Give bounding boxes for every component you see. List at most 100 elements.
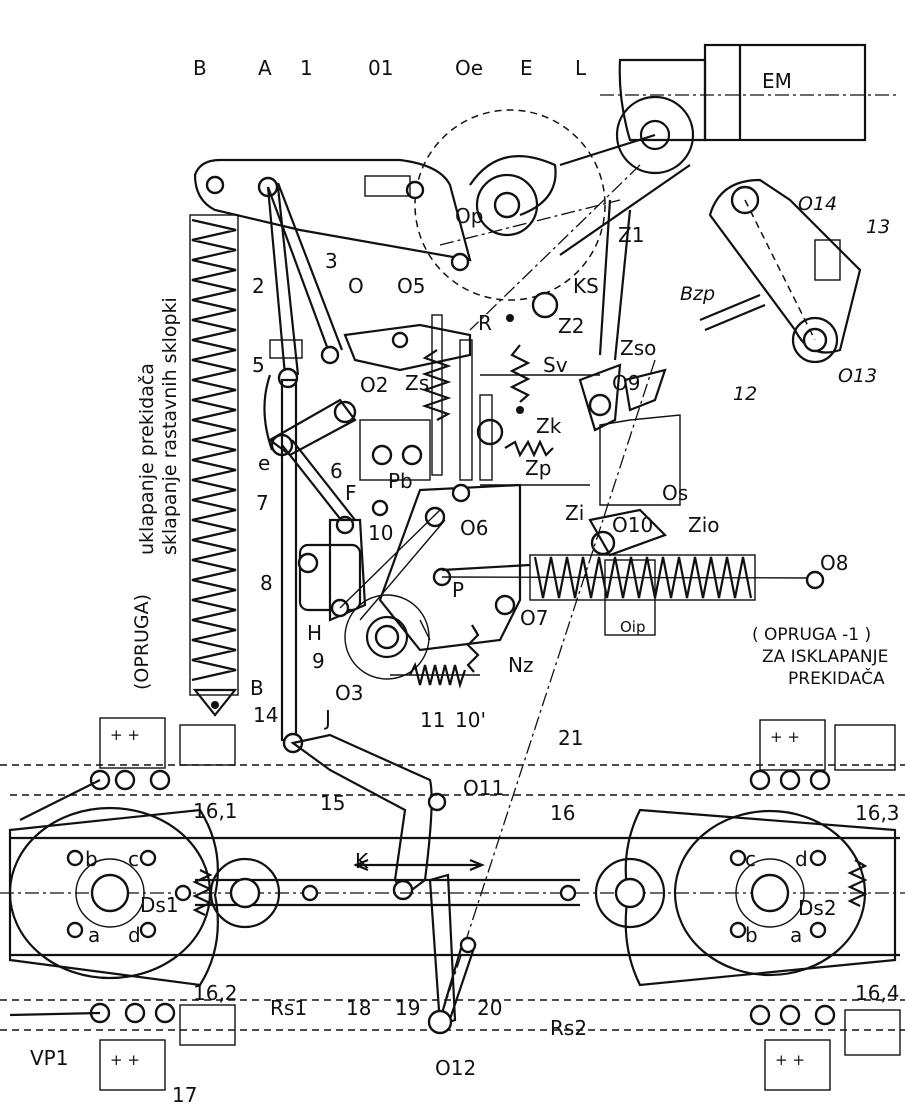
label-Zio: Zio xyxy=(688,513,720,537)
label-O6: O6 xyxy=(460,516,488,540)
closing-spring xyxy=(189,214,239,717)
label-Sv: Sv xyxy=(543,353,568,377)
label-J: J xyxy=(323,706,331,730)
label-a: a xyxy=(88,923,100,947)
caption-spring-word: (OPRUGA) xyxy=(131,594,153,690)
label-Z2: Z2 xyxy=(558,314,584,338)
lever-15 xyxy=(290,733,447,901)
caption-line-uklapanje: uklapanje prekidača xyxy=(136,363,158,555)
label-d-right: d xyxy=(795,847,808,871)
label-16-1: 16,1 xyxy=(193,799,238,823)
label-7: 7 xyxy=(256,491,269,515)
label-O: O xyxy=(348,274,364,298)
label-16-3: 16,3 xyxy=(855,801,900,825)
cam-assembly xyxy=(414,109,691,301)
label-10: 10 xyxy=(368,521,393,545)
label-L: L xyxy=(575,56,587,80)
label-E: E xyxy=(520,56,533,80)
label-plus-bottom-right: + + xyxy=(775,1051,805,1069)
label-14: 14 xyxy=(253,703,278,727)
label-10-prime: 10' xyxy=(455,708,486,732)
label-9: 9 xyxy=(312,649,325,673)
label-8: 8 xyxy=(260,571,273,595)
label-B-bottom: B xyxy=(250,676,264,700)
opening-spring xyxy=(441,554,825,601)
label-Z1: Z1 xyxy=(618,223,644,247)
label-O10: O10 xyxy=(612,513,653,537)
electric-motor xyxy=(600,43,900,175)
label-VP1: VP1 xyxy=(30,1046,68,1070)
latch-group xyxy=(343,291,600,486)
label-Zp: Zp xyxy=(525,456,551,480)
centerline-21 xyxy=(439,359,656,1021)
caption-za-isklapanje: ZA ISKLAPANJE xyxy=(762,647,888,667)
label-15: 15 xyxy=(320,791,345,815)
label-R: R xyxy=(478,311,492,335)
label-O9: O9 xyxy=(612,371,640,395)
label-Ds2: Ds2 xyxy=(798,896,837,920)
label-e: e xyxy=(258,451,270,475)
links-2-3 xyxy=(266,182,344,376)
left-spring-caption: (OPRUGA) sklapanje rastavnih sklopki ukl… xyxy=(131,297,181,690)
label-B-top: B xyxy=(193,56,207,80)
label-11: 11 xyxy=(420,708,445,732)
caption-line-sklapanje: sklapanje rastavnih sklopki xyxy=(159,297,181,555)
label-16: 16 xyxy=(550,801,575,825)
label-H: H xyxy=(307,621,322,645)
label-O3: O3 xyxy=(335,681,363,705)
label-Zk: Zk xyxy=(536,414,562,438)
label-16-2: 16,2 xyxy=(193,981,238,1005)
label-5: 5 xyxy=(252,353,265,377)
label-O8: O8 xyxy=(820,551,848,575)
label-3: 3 xyxy=(325,249,338,273)
label-O5: O5 xyxy=(397,274,425,298)
label-Nz: Nz xyxy=(508,653,533,677)
central-linkage xyxy=(263,367,367,754)
label-O11: O11 xyxy=(463,776,504,800)
labels: B A 1 01 Oe E L EM O14 13 Z1 Bzp KS R Z2… xyxy=(30,56,900,1107)
label-O1: 01 xyxy=(368,56,393,80)
label-b-right: b xyxy=(745,923,758,947)
auxiliary-arm xyxy=(469,164,862,364)
label-6: 6 xyxy=(330,459,343,483)
label-plus-top-right: + + xyxy=(770,728,800,746)
label-Ds1: Ds1 xyxy=(140,893,179,917)
label-16-4: 16,4 xyxy=(855,981,900,1005)
trip-mechanism xyxy=(339,483,522,689)
label-Oip: Oip xyxy=(620,618,646,636)
label-Op: Op xyxy=(455,204,483,228)
label-KS: KS xyxy=(573,274,599,298)
links-19-20 xyxy=(427,873,477,1035)
caption-opruga-1: ( OPRUGA -1 ) xyxy=(752,625,871,645)
label-18: 18 xyxy=(346,996,371,1020)
label-O7: O7 xyxy=(520,606,548,630)
label-20: 20 xyxy=(477,996,502,1020)
label-O2: O2 xyxy=(360,373,388,397)
label-1: 1 xyxy=(300,56,313,80)
label-P: P xyxy=(452,578,464,602)
label-O13: O13 xyxy=(838,365,877,387)
label-O12: O12 xyxy=(435,1056,476,1080)
caption-prekidaca: PREKIDAČA xyxy=(788,667,885,689)
opening-latch xyxy=(578,363,681,636)
label-F: F xyxy=(345,481,357,505)
label-plus-top-left: + + xyxy=(110,726,140,744)
label-O14: O14 xyxy=(798,193,837,215)
right-spring-caption: ( OPRUGA -1 ) ZA ISKLAPANJE PREKIDAČA xyxy=(752,625,888,689)
label-13: 13 xyxy=(866,216,890,238)
label-Zso: Zso xyxy=(620,336,656,360)
label-21: 21 xyxy=(558,726,583,750)
label-Pb: Pb xyxy=(388,469,413,493)
label-17: 17 xyxy=(172,1083,197,1107)
label-d: d xyxy=(128,923,141,947)
label-Bzp: Bzp xyxy=(680,283,715,305)
label-Zs: Zs xyxy=(405,371,429,395)
label-K: K xyxy=(355,849,369,873)
label-12: 12 xyxy=(733,383,757,405)
label-2: 2 xyxy=(252,274,265,298)
rails xyxy=(0,764,905,1031)
label-A: A xyxy=(258,56,272,80)
label-Oe: Oe xyxy=(455,56,483,80)
